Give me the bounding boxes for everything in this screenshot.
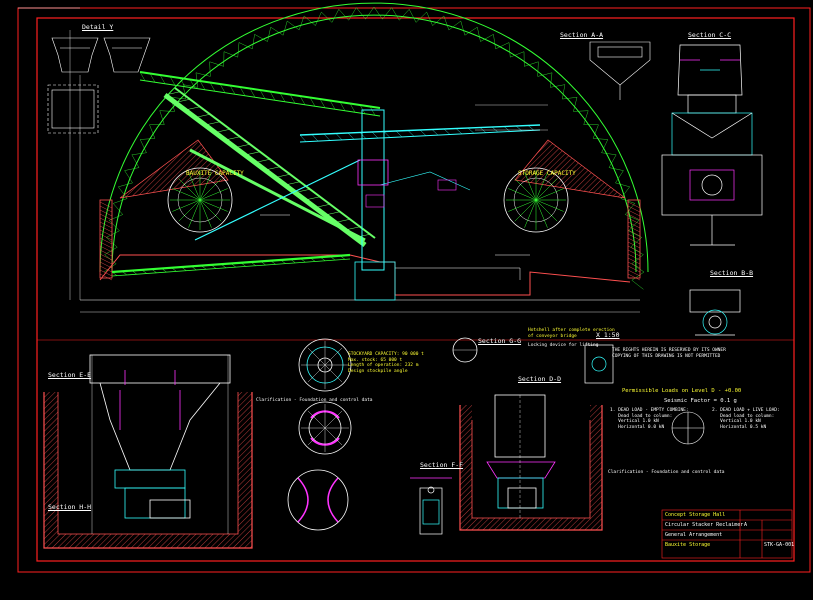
- title-x-ref: X 1:50: [596, 331, 620, 339]
- note-clarification-2: Clarification - Foundation and control d…: [608, 470, 725, 475]
- title-section-cc: Section C-C: [688, 31, 732, 39]
- note-capacity: STOCKYARD CAPACITY: 90 000 t Max. stock:…: [348, 352, 424, 374]
- drawing-frame-outer: [17, 7, 811, 573]
- section-ee-drawing: [43, 354, 253, 549]
- title-section-gg: Section G-G: [478, 337, 522, 345]
- note-coupler: Hotshell after complete erection of conv…: [528, 328, 615, 339]
- note-rights: THE RIGHTS HEREIN IS RESERVED BY ITS OWN…: [612, 348, 726, 359]
- plan-circles: [287, 337, 478, 531]
- stockpile-right: [514, 139, 626, 199]
- section-aa-drawing: [589, 41, 651, 100]
- section-ff-drawing: [410, 477, 452, 535]
- tb-sheet: General Arrangement: [665, 532, 723, 538]
- load-block-right: 2. DEAD LOAD + LIVE LOAD: Dead load to c…: [712, 408, 780, 430]
- tb-rev: A: [744, 522, 748, 528]
- tb-client: Bauxite Storage: [665, 542, 711, 548]
- dome-elevation: [69, 2, 649, 313]
- section-cc-drawing: [661, 44, 763, 246]
- load-block-left: 1. DEAD LOAD - EMPTY COMBINE: Dead load …: [610, 408, 689, 430]
- title-block: [661, 509, 793, 559]
- section-bb-drawing: [689, 289, 741, 336]
- note-locking: Locking device for lifting: [528, 343, 599, 348]
- loads-title: Permissible Loads on Level D - +0.00: [622, 388, 742, 394]
- title-detail-y: Detail Y: [82, 23, 114, 31]
- tb-number: STK-GA-001: [764, 542, 795, 548]
- load-diagram: [671, 411, 705, 445]
- tb-drawing: Circular Stacker Reclaimer: [665, 522, 744, 528]
- section-gg-drawing: [459, 394, 603, 531]
- title-section-hh: Section H-H: [48, 503, 92, 511]
- seismic-factor: Seismic Factor = 0.1 g: [664, 398, 737, 404]
- note-clarification-1: Clarification - Foundation and control d…: [256, 398, 373, 403]
- section-dd-drawing: [584, 344, 614, 384]
- label-coal-stockpile: STORAGE CAPACITY: [518, 170, 576, 177]
- title-section-ee: Section E-E: [48, 371, 92, 379]
- title-section-ff: Section F-F: [420, 461, 464, 469]
- title-section-aa: Section A-A: [560, 31, 604, 39]
- detail-y-hoppers: [47, 37, 151, 134]
- title-section-dd: Section D-D: [518, 375, 562, 383]
- tb-project: Concept Storage Hall: [665, 512, 726, 518]
- label-bag-stockpile: BAUXITE CAPACITY: [186, 170, 244, 177]
- drawing-frame-inner: [36, 17, 795, 562]
- title-section-bb: Section B-B: [710, 269, 754, 277]
